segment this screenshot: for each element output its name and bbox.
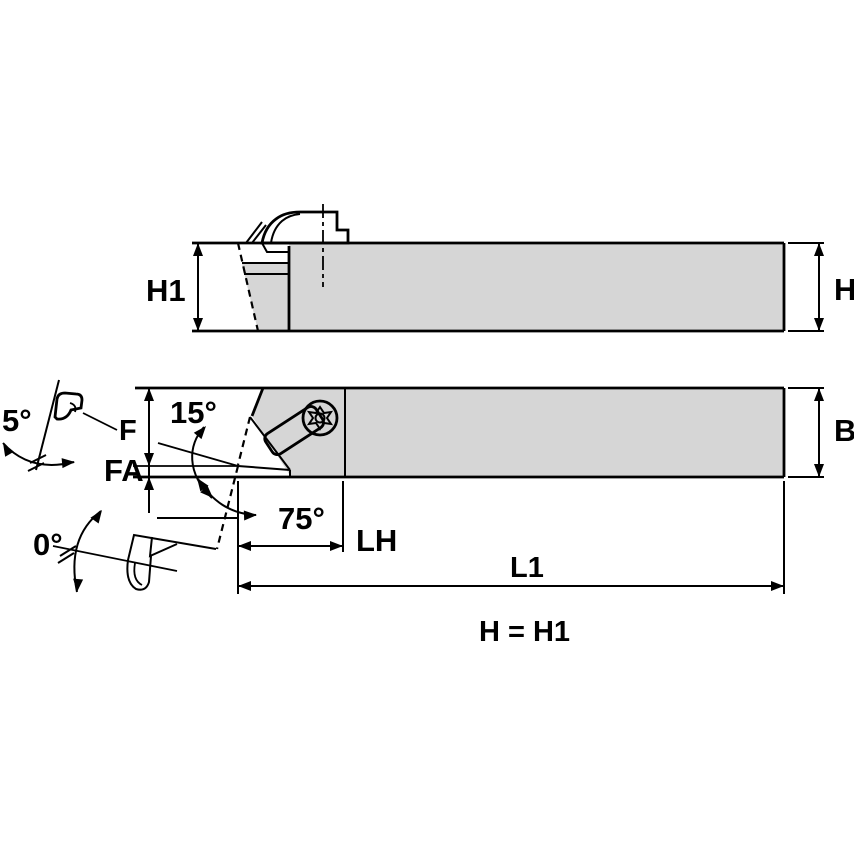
dimension-h1: H1 [146,243,203,331]
dimension-l1: L1 [238,481,785,594]
head-end-nose-arc [133,562,143,586]
side-view-clamp [260,210,350,245]
label-equation: H = H1 [479,616,570,648]
head-end-step [148,536,178,558]
lh-arrow-right [330,541,343,551]
side-view-clamp-nose [261,242,288,253]
angle-75-arc [197,478,257,516]
f-arrow-up [144,388,154,401]
angle-15-annotation: 15° [170,395,217,499]
b-arrow-up [814,388,824,401]
h1-arrow-up [193,243,203,256]
label-lh: LH [356,523,397,558]
fa-arrow-up [144,477,154,490]
side-view-clamp-inner-arc [270,213,301,244]
angle-75-annotation: 75° [197,478,325,536]
angle-15-arrow-top [193,426,206,440]
plan-view-body-fill [252,388,784,477]
detail0-arrow-top [90,510,102,524]
label-0deg: 0° [33,527,63,562]
head-end-body [126,533,217,591]
detail5-insert-inner-arc [69,402,77,413]
h1-arrow-down [193,318,203,331]
label-fa: FA [104,453,144,488]
plan-view-front-edge [250,387,265,417]
lh-arrow-left [238,541,251,551]
detail0-hatch-1 [59,545,77,557]
label-75deg: 75° [278,501,325,536]
detail5-insert-section [53,391,84,421]
detail0-arrow-bottom [73,578,84,592]
side-view-front-edge-hidden [236,242,260,332]
side-view-clamp-edge-2 [251,224,267,244]
screw-center-circle [314,412,326,424]
head-end-outline [126,517,238,591]
screw-torx-star [306,405,334,431]
label-f: F [119,415,137,447]
dimension-f-fa: F FA [104,388,154,513]
label-5deg: 5° [2,403,32,438]
clamp-screw-icon [301,399,339,437]
side-view: H1 H [146,204,854,333]
b-arrow-down [814,464,824,477]
screw-head-circle [301,399,339,437]
label-h1: H1 [146,273,186,308]
detail-view-5deg: 5° [2,379,118,472]
label-l1: L1 [510,552,544,584]
detail5-arrow-left [3,443,14,457]
label-b: B [834,413,854,448]
dimension-b: B [788,387,854,478]
detail5-arrow-right [61,458,75,469]
dimension-h: H [788,242,854,332]
insert-right-edge [249,416,291,471]
plan-view: F FA 15° 75° [104,386,854,594]
detail0-hatch-2 [57,552,75,564]
label-15deg: 15° [170,395,217,430]
l1-arrow-left [238,581,251,591]
detail0-section-line [52,545,178,572]
h-arrow-down [814,318,824,331]
l1-arrow-right [771,581,784,591]
dimension-lh: LH [237,481,397,594]
insert-bottom-edge [237,465,291,471]
f-arrow-down [144,453,154,466]
label-h: H [834,272,854,307]
detail5-leader-line [82,412,118,431]
insert-left-edge-hidden [236,416,252,466]
side-view-head-fill [242,264,289,331]
angle-75-arrow-left [197,478,209,492]
h-arrow-up [814,243,824,256]
side-view-shank-fill [289,243,784,331]
detail-view-0deg: 0° [33,510,178,593]
rake-reference-line [157,442,239,467]
detail5-section-line [35,379,60,471]
angle-75-arrow-right [243,510,257,521]
side-view-clamp-edge-1 [245,221,263,244]
